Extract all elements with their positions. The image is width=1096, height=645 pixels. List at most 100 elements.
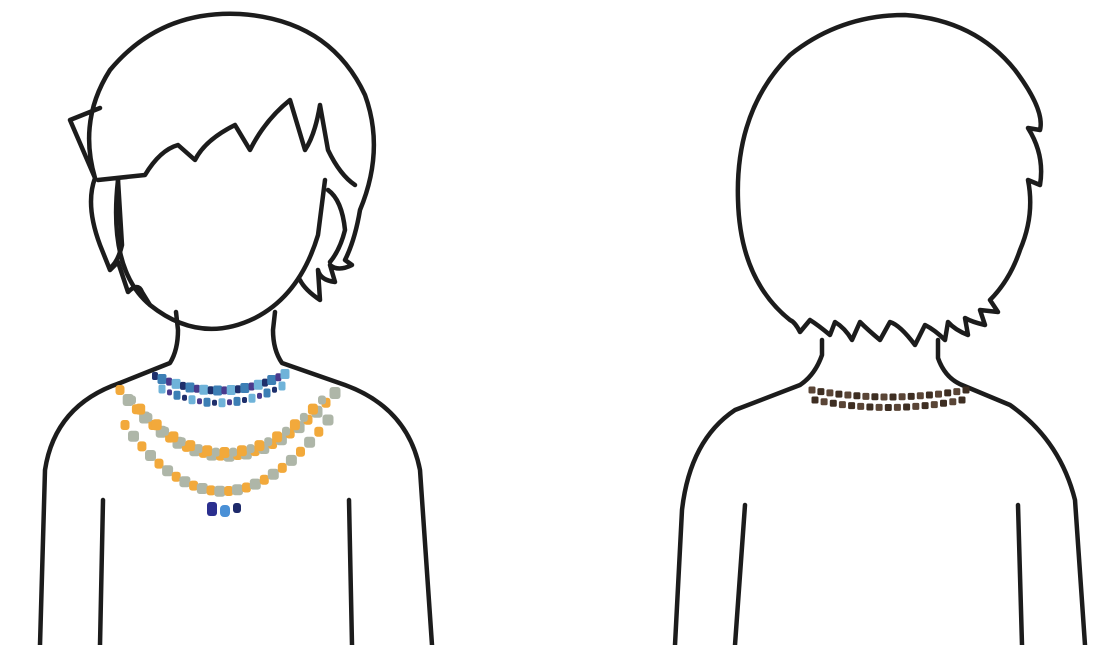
back-left-arm-line xyxy=(735,505,745,645)
choker-bead-brown xyxy=(826,389,833,396)
necklace-bead-blue xyxy=(227,385,236,395)
choker-bead-brown xyxy=(903,404,910,411)
choker-bead-brown xyxy=(912,403,919,410)
necklace-bead-orange-grey xyxy=(161,427,169,436)
necklace-bead-blue xyxy=(204,398,211,407)
back-necklace-group xyxy=(809,387,970,412)
necklace-bead-orange-grey xyxy=(330,387,341,399)
necklace-bead-orange-grey xyxy=(268,469,279,480)
necklace-bead-blue xyxy=(234,397,241,406)
necklace-bead-orange-grey xyxy=(323,415,334,426)
choker-bead-brown xyxy=(871,393,878,400)
choker-bead-brown xyxy=(890,394,897,401)
necklace-bead-orange-grey xyxy=(232,484,243,495)
necklace-bead-orange-grey xyxy=(290,419,300,430)
choker-bead-brown xyxy=(862,393,869,400)
necklace-bead-blue xyxy=(212,400,217,406)
necklace-bead-blue xyxy=(240,383,249,393)
necklace-bead-blue xyxy=(197,398,202,404)
necklace-bead-orange-grey xyxy=(212,448,220,457)
necklace-bead-orange-grey xyxy=(282,427,290,436)
choker-bead-brown xyxy=(876,404,883,411)
necklace-bead-blue xyxy=(254,380,263,390)
necklace-bead-blue xyxy=(158,374,167,384)
front-right-arm-line xyxy=(349,500,352,645)
necklace-bead-orange-grey xyxy=(128,396,136,405)
necklace-bead-blue xyxy=(167,389,172,395)
necklace-bead-orange-grey xyxy=(116,385,125,395)
choker-bead-brown xyxy=(817,388,824,395)
choker-bead-brown xyxy=(949,398,956,405)
choker-bead-brown xyxy=(908,393,915,400)
front-view-figure xyxy=(40,14,432,645)
necklace-bead-blue xyxy=(267,375,276,385)
choker-bead-brown xyxy=(963,387,970,394)
choker-bead-brown xyxy=(917,392,924,399)
necklace-bead-orange-grey xyxy=(250,479,261,490)
necklace-bead-orange-grey xyxy=(185,440,195,451)
necklace-bead-blue xyxy=(249,394,256,403)
necklace-bead-orange-grey xyxy=(128,431,139,442)
choker-bead-brown xyxy=(809,387,816,394)
necklace-bead-orange-grey xyxy=(237,445,247,456)
front-hair-fringe xyxy=(98,100,355,185)
necklace-bead-blue xyxy=(199,385,208,395)
front-left-arm-line xyxy=(100,500,103,645)
necklace-bead-blue xyxy=(159,385,166,394)
necklace-bead-orange-grey xyxy=(152,419,162,430)
necklace-bead-orange-grey xyxy=(224,486,233,496)
necklace-bead-orange-grey xyxy=(229,448,237,457)
necklace-bead-blue xyxy=(166,378,172,386)
necklace-bead-blue xyxy=(182,395,187,401)
necklace-bead-blue xyxy=(257,393,262,399)
necklace-bead-orange-grey xyxy=(155,459,164,469)
necklace-bead-orange-grey xyxy=(308,404,318,415)
front-necklace-group xyxy=(116,369,341,517)
choker-bead-brown xyxy=(959,397,966,404)
necklace-bead-orange-grey xyxy=(162,465,173,476)
necklace-bead-blue xyxy=(272,387,277,393)
necklace-bead-blue xyxy=(219,398,226,407)
choker-bead-brown xyxy=(885,404,892,411)
choker-bead-brown xyxy=(812,397,819,404)
necklace-bead-blue xyxy=(249,383,255,391)
necklace-bead-orange-grey xyxy=(242,483,251,493)
necklace-bead-blue xyxy=(281,369,290,379)
choker-bead-brown xyxy=(821,398,828,405)
necklace-bead-blue xyxy=(152,372,158,380)
necklace-bead-blue xyxy=(227,399,232,405)
necklace-bead-blue xyxy=(174,391,181,400)
necklace-bead-orange-grey xyxy=(278,463,287,473)
necklace-bead-orange-grey xyxy=(247,444,255,453)
necklace-bead-orange-grey xyxy=(145,450,156,461)
necklace-bead-blue xyxy=(262,379,268,387)
necklace-bead-orange-grey xyxy=(272,431,282,442)
necklace-bead-orange-grey xyxy=(207,485,216,495)
necklace-bead-orange-grey xyxy=(286,455,297,466)
front-right-hair-strand xyxy=(328,190,345,262)
choker-bead-brown xyxy=(944,389,951,396)
necklace-bead-blue xyxy=(194,385,200,393)
necklace-bead-blue xyxy=(180,382,186,390)
necklace-bead-orange-grey xyxy=(314,427,323,437)
necklace-bead-orange-grey xyxy=(135,404,145,415)
necklace-bead-blue xyxy=(221,386,227,394)
necklace-bead-orange-grey xyxy=(168,431,178,442)
back-right-arm-line xyxy=(1018,505,1022,645)
necklace-bead-orange-grey xyxy=(202,445,212,456)
necklace-bead-blue xyxy=(279,382,286,391)
necklace-bead-blue xyxy=(242,397,247,403)
necklace-bead-orange-grey xyxy=(144,413,152,422)
back-hair-outline xyxy=(738,15,1041,345)
necklace-bead-blue xyxy=(264,389,271,398)
choker-bead-brown xyxy=(830,400,837,407)
necklace-bead-blue xyxy=(213,386,222,396)
choker-bead-brown xyxy=(857,403,864,410)
necklace-bead-orange-grey xyxy=(300,413,308,422)
necklace-bead-blue xyxy=(189,395,196,404)
choker-bead-brown xyxy=(935,391,942,398)
choker-bead-brown xyxy=(894,404,901,411)
choker-bead-brown xyxy=(881,394,888,401)
necklace-bead-orange-grey xyxy=(296,447,305,457)
